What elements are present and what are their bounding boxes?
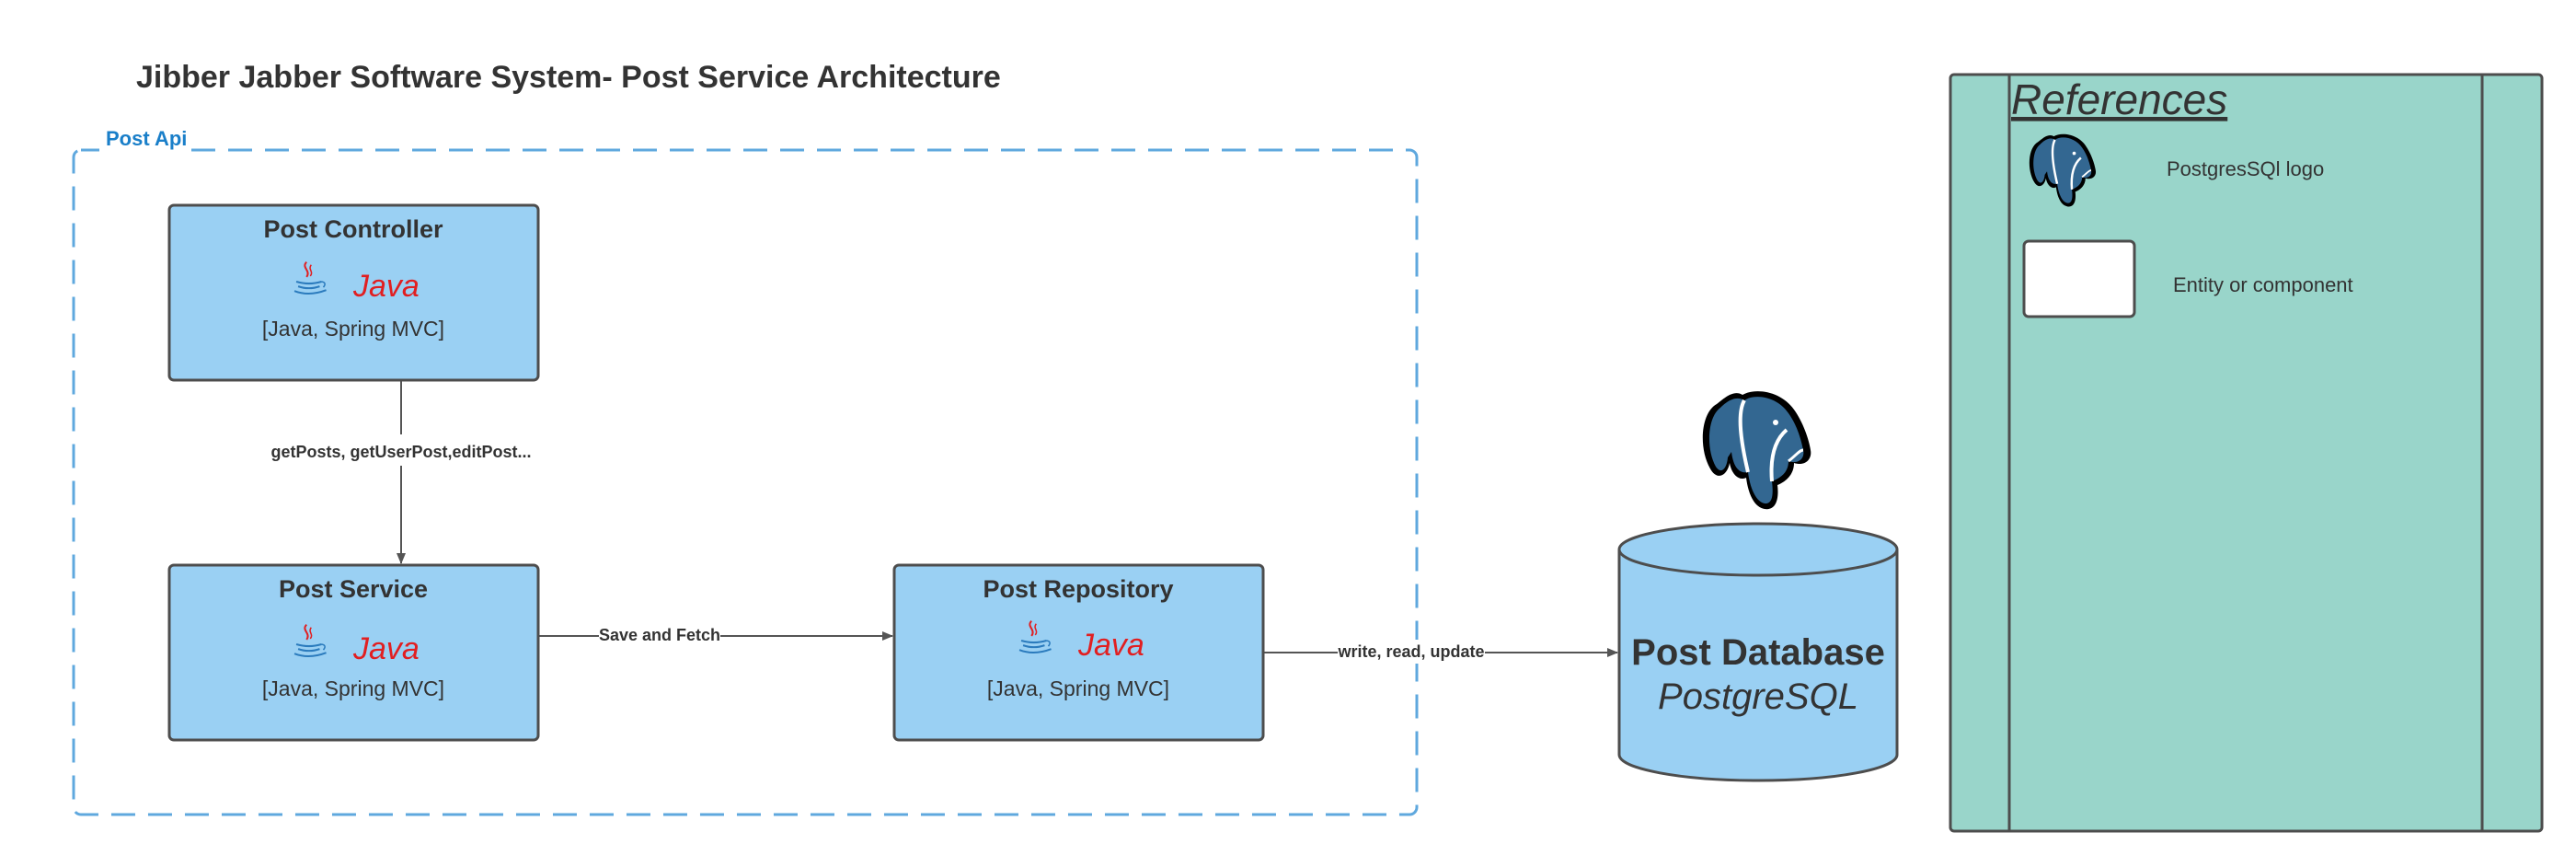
component-box: [167, 563, 540, 742]
component-title: Post Repository: [983, 575, 1173, 603]
component-tech: [Java, Spring MVC]: [262, 676, 444, 700]
connection-repository-database: write, read, update: [1264, 640, 1618, 664]
connection-label-bg: [599, 623, 720, 647]
references-panel: References PostgresSQl logo Entity or co…: [1949, 73, 2544, 833]
component-title: Post Service: [279, 575, 428, 603]
connection-label: getPosts, getUserPost,editPost...: [270, 443, 531, 461]
java-icon: Java: [293, 260, 420, 304]
boundary-label-bg: [99, 129, 191, 160]
java-logo-text: Java: [1077, 628, 1144, 663]
java-icon: Java: [293, 622, 420, 666]
references-box: [1949, 73, 2544, 833]
connection-label: write, read, update: [1337, 642, 1484, 661]
references-title: References: [2011, 75, 2227, 123]
cylinder-top: [1617, 522, 1899, 577]
postgresql-elephant-icon: [1703, 391, 1811, 509]
reference-item-component: Entity or component: [2022, 239, 2353, 318]
database-subtitle: PostgreSQL: [1658, 676, 1858, 717]
reference-label: PostgresSQl logo: [2167, 157, 2324, 180]
diagram-title: Jibber Jabber Software System- Post Serv…: [136, 60, 1001, 95]
java-logo-text: Java: [352, 269, 420, 304]
cylinder-body: [1617, 549, 1899, 782]
component-box: [167, 203, 540, 382]
connection-label-bg: [1338, 640, 1485, 664]
component-post-controller[interactable]: Post Controller Java [Java, Spring MVC]: [167, 203, 540, 382]
post-api-boundary: Post Api: [72, 127, 1419, 816]
component-box-icon: [2022, 239, 2136, 318]
java-icon: Java: [1018, 618, 1144, 663]
connection-label-bg: [267, 434, 535, 466]
database-post-database[interactable]: Post Database PostgreSQL: [1617, 391, 1899, 782]
component-title: Post Controller: [263, 215, 443, 243]
boundary-label: Post Api: [106, 127, 187, 150]
component-post-repository[interactable]: Post Repository Java [Java, Spring MVC]: [892, 563, 1265, 742]
component-tech: [Java, Spring MVC]: [262, 317, 444, 341]
reference-item-postgresql: PostgresSQl logo: [2028, 133, 2324, 208]
connection-controller-service: getPosts, getUserPost,editPost...: [267, 381, 535, 564]
component-tech: [Java, Spring MVC]: [987, 676, 1169, 700]
connection-label: Save and Fetch: [599, 626, 720, 644]
database-title: Post Database: [1631, 632, 1885, 673]
component-post-service[interactable]: Post Service Java [Java, Spring MVC]: [167, 563, 540, 742]
connection-service-repository: Save and Fetch: [538, 623, 893, 647]
java-logo-text: Java: [352, 631, 420, 666]
reference-label: Entity or component: [2173, 273, 2353, 296]
boundary-box: [72, 148, 1419, 816]
component-box: [892, 563, 1265, 742]
